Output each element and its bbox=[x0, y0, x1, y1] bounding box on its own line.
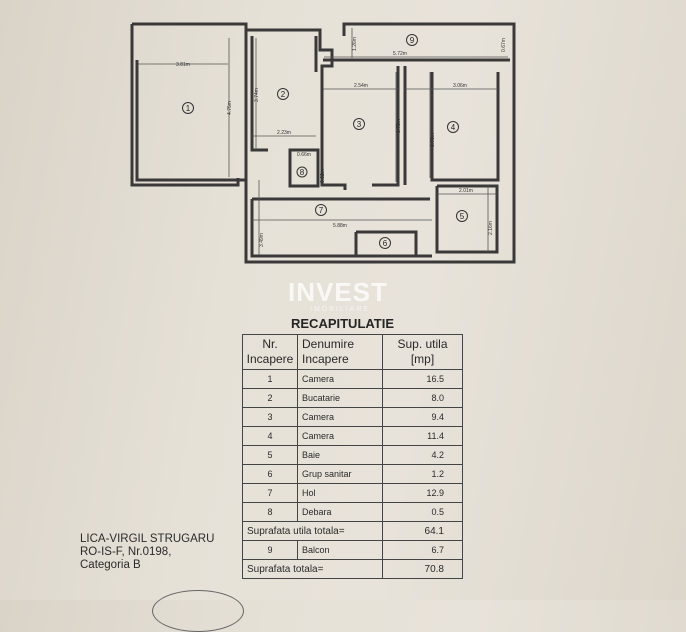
dim-label: 5.88m bbox=[333, 223, 347, 229]
row-name: Camera bbox=[297, 407, 383, 427]
subtotal-row: Suprafata utila totala= 64.1 bbox=[242, 521, 463, 541]
row-name: Grup sanitar bbox=[297, 464, 383, 484]
dim-label: 3.49m bbox=[259, 233, 265, 247]
author-category: Categoria B bbox=[80, 559, 141, 571]
svg-text:6: 6 bbox=[383, 239, 388, 248]
row-area: 9.4 bbox=[382, 407, 463, 427]
svg-text:2: 2 bbox=[281, 90, 286, 99]
row-area: 1.2 bbox=[382, 464, 463, 484]
row-name: Debara bbox=[297, 502, 383, 522]
total-row: Suprafata totala= 70.8 bbox=[242, 559, 463, 579]
dim-label: 5.72m bbox=[393, 51, 407, 57]
row-area: 6.7 bbox=[382, 540, 463, 560]
row-area: 4.2 bbox=[382, 445, 463, 465]
row-name: Baie bbox=[297, 445, 383, 465]
svg-text:5: 5 bbox=[460, 212, 465, 221]
header-name: Denumire Incapere bbox=[297, 334, 383, 370]
total-label: Suprafata totala= bbox=[242, 559, 383, 579]
row-name: Camera bbox=[297, 426, 383, 446]
room-marker: 9 bbox=[406, 34, 418, 46]
dim-label: 3.75m bbox=[396, 119, 402, 133]
dim-label: 2.16m bbox=[488, 221, 494, 235]
dim-label: 0.82m bbox=[320, 169, 326, 183]
dim-label: 2.23m bbox=[277, 130, 291, 136]
svg-text:7: 7 bbox=[319, 206, 324, 215]
author-block: LICA-VIRGIL STRUGARU RO-IS-F, Nr.0198, C… bbox=[80, 533, 214, 572]
room-marker: 6 bbox=[379, 237, 391, 249]
room-marker: 4 bbox=[447, 121, 459, 133]
row-nr: 8 bbox=[242, 502, 298, 522]
room-marker: 2 bbox=[277, 88, 289, 100]
table-row: 9 Balcon 6.7 bbox=[242, 540, 463, 560]
row-area: 0.5 bbox=[382, 502, 463, 522]
svg-text:3: 3 bbox=[357, 120, 362, 129]
dim-label: 1.26m bbox=[352, 37, 358, 51]
row-name: Balcon bbox=[297, 540, 383, 560]
row-area: 16.5 bbox=[382, 369, 463, 389]
row-area: 11.4 bbox=[382, 426, 463, 446]
header-nr: Nr. Incapere bbox=[242, 334, 298, 370]
row-name: Bucatarie bbox=[297, 388, 383, 408]
table-header-row: Nr. Incapere Denumire Incapere Sup. util… bbox=[242, 334, 463, 370]
dim-label: 2.54m bbox=[354, 83, 368, 89]
dim-label: 0.67m bbox=[501, 38, 507, 52]
row-name: Camera bbox=[297, 369, 383, 389]
svg-text:1: 1 bbox=[186, 104, 191, 113]
stamp-seal bbox=[152, 590, 244, 632]
row-nr: 4 bbox=[242, 426, 298, 446]
watermark-logo: INVEST bbox=[288, 277, 388, 307]
room-marker: 3 bbox=[353, 118, 365, 130]
dim-label: 4.75m bbox=[227, 101, 233, 115]
svg-text:4: 4 bbox=[451, 123, 456, 132]
header-area: Sup. utila [mp] bbox=[382, 334, 463, 370]
row-name: Hol bbox=[297, 483, 383, 503]
watermark-subtitle: IMOBILIARE bbox=[310, 306, 371, 313]
dimension-lines bbox=[138, 28, 508, 255]
svg-text:8: 8 bbox=[300, 168, 305, 177]
row-nr: 1 bbox=[242, 369, 298, 389]
summary-table: Nr. Incapere Denumire Incapere Sup. util… bbox=[242, 334, 463, 579]
room-marker: 7 bbox=[315, 204, 327, 216]
subtotal-label: Suprafata utila totala= bbox=[242, 521, 383, 541]
dim-label: 0.66m bbox=[297, 152, 311, 158]
row-nr: 6 bbox=[242, 464, 298, 484]
author-license: RO-IS-F, Nr.0198, bbox=[80, 546, 172, 558]
dim-label: 2.01m bbox=[459, 188, 473, 194]
row-nr: 5 bbox=[242, 445, 298, 465]
room-marker: 1 bbox=[182, 102, 194, 114]
subtotal-value: 64.1 bbox=[382, 521, 463, 541]
dim-label: 3.74m bbox=[254, 88, 260, 102]
room-marker: 8 bbox=[296, 166, 308, 178]
dimension-labels: 3.81m 4.75m 3.74m 2.23m 2.54m 3.75m 3.06… bbox=[176, 37, 507, 247]
room-marker: 5 bbox=[456, 210, 468, 222]
row-area: 12.9 bbox=[382, 483, 463, 503]
dim-label: 3.81m bbox=[176, 62, 190, 68]
room-markers: 1 2 3 4 5 6 7 8 9 bbox=[182, 34, 468, 249]
row-nr: 7 bbox=[242, 483, 298, 503]
row-nr: 2 bbox=[242, 388, 298, 408]
row-nr: 3 bbox=[242, 407, 298, 427]
svg-text:9: 9 bbox=[410, 36, 415, 45]
table-title: RECAPITULATIE bbox=[291, 316, 395, 331]
total-value: 70.8 bbox=[382, 559, 463, 579]
author-name: LICA-VIRGIL STRUGARU bbox=[80, 533, 215, 545]
dim-label: 3.78m bbox=[430, 133, 436, 147]
row-area: 8.0 bbox=[382, 388, 463, 408]
row-nr: 9 bbox=[242, 540, 298, 560]
dim-label: 3.06m bbox=[453, 83, 467, 89]
walls bbox=[130, 22, 516, 264]
floor-plan: 3.81m 4.75m 3.74m 2.23m 2.54m 3.75m 3.06… bbox=[130, 22, 516, 264]
